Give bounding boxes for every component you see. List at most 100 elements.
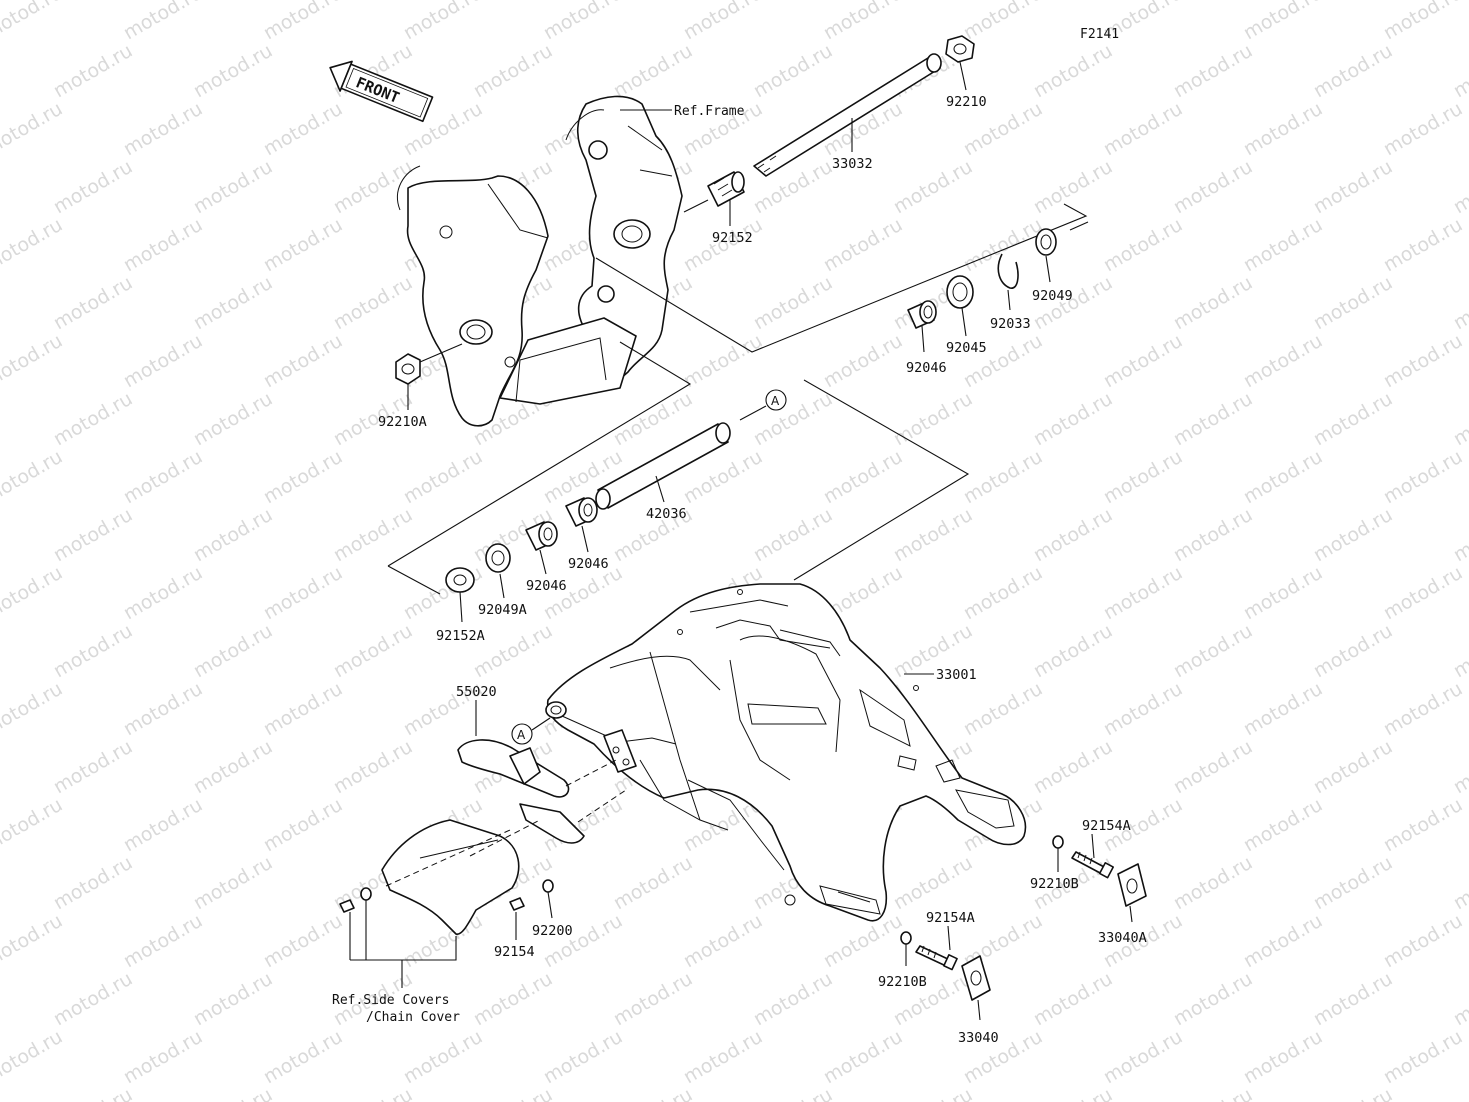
part-92210A-nut[interactable]: 92210A (378, 343, 463, 430)
part-92046-needle-bearing-mid-right[interactable]: 92046 (565, 497, 609, 572)
frame-reference-drawing (397, 95, 683, 427)
watermark-text: motod.ru (50, 1084, 136, 1102)
label-92210B-lower[interactable]: 92210B (878, 974, 927, 990)
watermark-text: motod.ru (1450, 852, 1469, 915)
watermark-text: motod.ru (190, 620, 276, 683)
label-92210[interactable]: 92210 (946, 94, 987, 110)
label-55020[interactable]: 55020 (456, 684, 497, 700)
watermark-text: motod.ru (190, 736, 276, 799)
watermark-text: motod.ru (680, 1026, 766, 1089)
label-33040A[interactable]: 33040A (1098, 930, 1147, 946)
watermark-text: motod.ru (820, 214, 906, 277)
part-92046-needle-bearing-upper[interactable]: 92046 (906, 300, 947, 376)
watermark-text: motod.ru (400, 1026, 486, 1089)
part-92152A-collar[interactable]: 92152A (436, 567, 485, 644)
watermark-text: motod.ru (0, 446, 66, 509)
label-92154A-right[interactable]: 92154A (1082, 818, 1131, 834)
watermark-text: motod.ru (1170, 504, 1256, 567)
watermark-text: motod.ru (1030, 388, 1116, 451)
watermark-text: motod.ru (1240, 794, 1326, 857)
watermark-text: motod.ru (1030, 736, 1116, 799)
part-92152-collar[interactable]: 92152 (683, 171, 753, 246)
label-33040[interactable]: 33040 (958, 1030, 999, 1046)
part-92033-circlip[interactable]: 92033 (990, 253, 1031, 332)
watermark-text: motod.ru (260, 214, 346, 277)
watermark-text: motod.ru (190, 852, 276, 915)
label-92033[interactable]: 92033 (990, 316, 1031, 332)
part-92154A-bolt-lower[interactable]: 92154A (915, 910, 975, 971)
watermark-text: motod.ru (330, 736, 416, 799)
watermark-text: motod.ru (470, 968, 556, 1031)
watermark-text: motod.ru (1030, 40, 1116, 103)
label-92049[interactable]: 92049 (1032, 288, 1073, 304)
label-42036[interactable]: 42036 (646, 506, 687, 522)
watermark-text: motod.ru (1170, 968, 1256, 1031)
label-92152A[interactable]: 92152A (436, 628, 485, 644)
label-92046-mid-left[interactable]: 92046 (526, 578, 567, 594)
watermark-text: motod.ru (1170, 272, 1256, 335)
watermark-text: motod.ru (960, 562, 1046, 625)
watermark-text: motod.ru (1240, 910, 1326, 973)
watermark-text: motod.ru (750, 272, 836, 335)
watermark-text: motod.ru (820, 1026, 906, 1089)
watermark-text: motod.ru (890, 1084, 976, 1102)
label-33032[interactable]: 33032 (832, 156, 873, 172)
watermark-text: motod.ru (330, 156, 416, 219)
watermark-text: motod.ru (50, 852, 136, 915)
part-33040A-adjuster-plate[interactable]: 33040A (1098, 863, 1147, 946)
label-92049A[interactable]: 92049A (478, 602, 527, 618)
callout-marker-a-lower: A (511, 717, 551, 745)
part-92210-nut[interactable]: 92210 (945, 35, 987, 110)
watermark-text: motod.ru (50, 272, 136, 335)
part-55020-chain-guard[interactable]: 55020 (456, 684, 627, 844)
label-92200[interactable]: 92200 (532, 923, 573, 939)
label-92046-mid-right[interactable]: 92046 (568, 556, 609, 572)
part-92210B-nut-right[interactable]: 92210B (1030, 835, 1079, 892)
label-92154A-lower[interactable]: 92154A (926, 910, 975, 926)
watermark-text: motod.ru (1100, 98, 1186, 161)
part-33001-swingarm[interactable] (545, 583, 1027, 922)
label-92152[interactable]: 92152 (712, 230, 753, 246)
part-92049A-seal[interactable]: 92049A (478, 543, 527, 618)
watermark-text: motod.ru (960, 446, 1046, 509)
watermark-text: motod.ru (960, 678, 1046, 741)
watermark-text: motod.ru (1030, 620, 1116, 683)
label-92154[interactable]: 92154 (494, 944, 535, 960)
watermark-text: motod.ru (680, 910, 766, 973)
watermark-text: motod.ru (120, 0, 206, 44)
part-92045-bearing[interactable]: 92045 (946, 275, 987, 356)
watermark-text: motod.ru (1240, 330, 1326, 393)
part-33040-adjuster-plate[interactable]: 33040 (958, 955, 999, 1046)
part-42036-sleeve[interactable]: 42036 (595, 422, 731, 522)
part-92200-washer[interactable]: 92200 (532, 879, 573, 939)
part-92046-needle-bearing-mid-left[interactable]: 92046 (525, 521, 567, 594)
part-92154A-bolt-right[interactable]: 92154A (1071, 818, 1131, 879)
watermark-text: motod.ru (50, 620, 136, 683)
label-92210A[interactable]: 92210A (378, 414, 427, 430)
watermark-text: motod.ru (610, 40, 696, 103)
watermark-text: motod.ru (1450, 620, 1469, 683)
label-92045[interactable]: 92045 (946, 340, 987, 356)
part-33032-pivot-shaft[interactable]: 33032 (753, 53, 942, 177)
watermark-text: motod.ru (750, 1084, 836, 1102)
watermark-text: motod.ru (330, 620, 416, 683)
label-92046-upper[interactable]: 92046 (906, 360, 947, 376)
label-92210B-right[interactable]: 92210B (1030, 876, 1079, 892)
part-92154-bolt[interactable]: 92154 (494, 897, 535, 960)
watermark-text: motod.ru (1310, 968, 1396, 1031)
watermark-text: motod.ru (750, 40, 836, 103)
watermark-text: motod.ru (1240, 446, 1326, 509)
watermark-text: motod.ru (1170, 736, 1256, 799)
ref-side-cover-fasteners: Ref.Side Covers /Chain Cover (332, 887, 460, 1025)
watermark-text: motod.ru (1380, 678, 1466, 741)
part-92210B-nut-lower[interactable]: 92210B (878, 931, 927, 990)
label-33001[interactable]: 33001 (936, 667, 977, 683)
watermark-text: motod.ru (1240, 0, 1326, 44)
watermark-text: motod.ru (1450, 156, 1469, 219)
watermark-text: motod.ru (1310, 272, 1396, 335)
watermark-text: motod.ru (1450, 272, 1469, 335)
part-92049-seal[interactable]: 92049 (1032, 228, 1073, 304)
watermark-text: motod.ru (400, 446, 486, 509)
left-bearing-group-bracket (387, 341, 692, 567)
